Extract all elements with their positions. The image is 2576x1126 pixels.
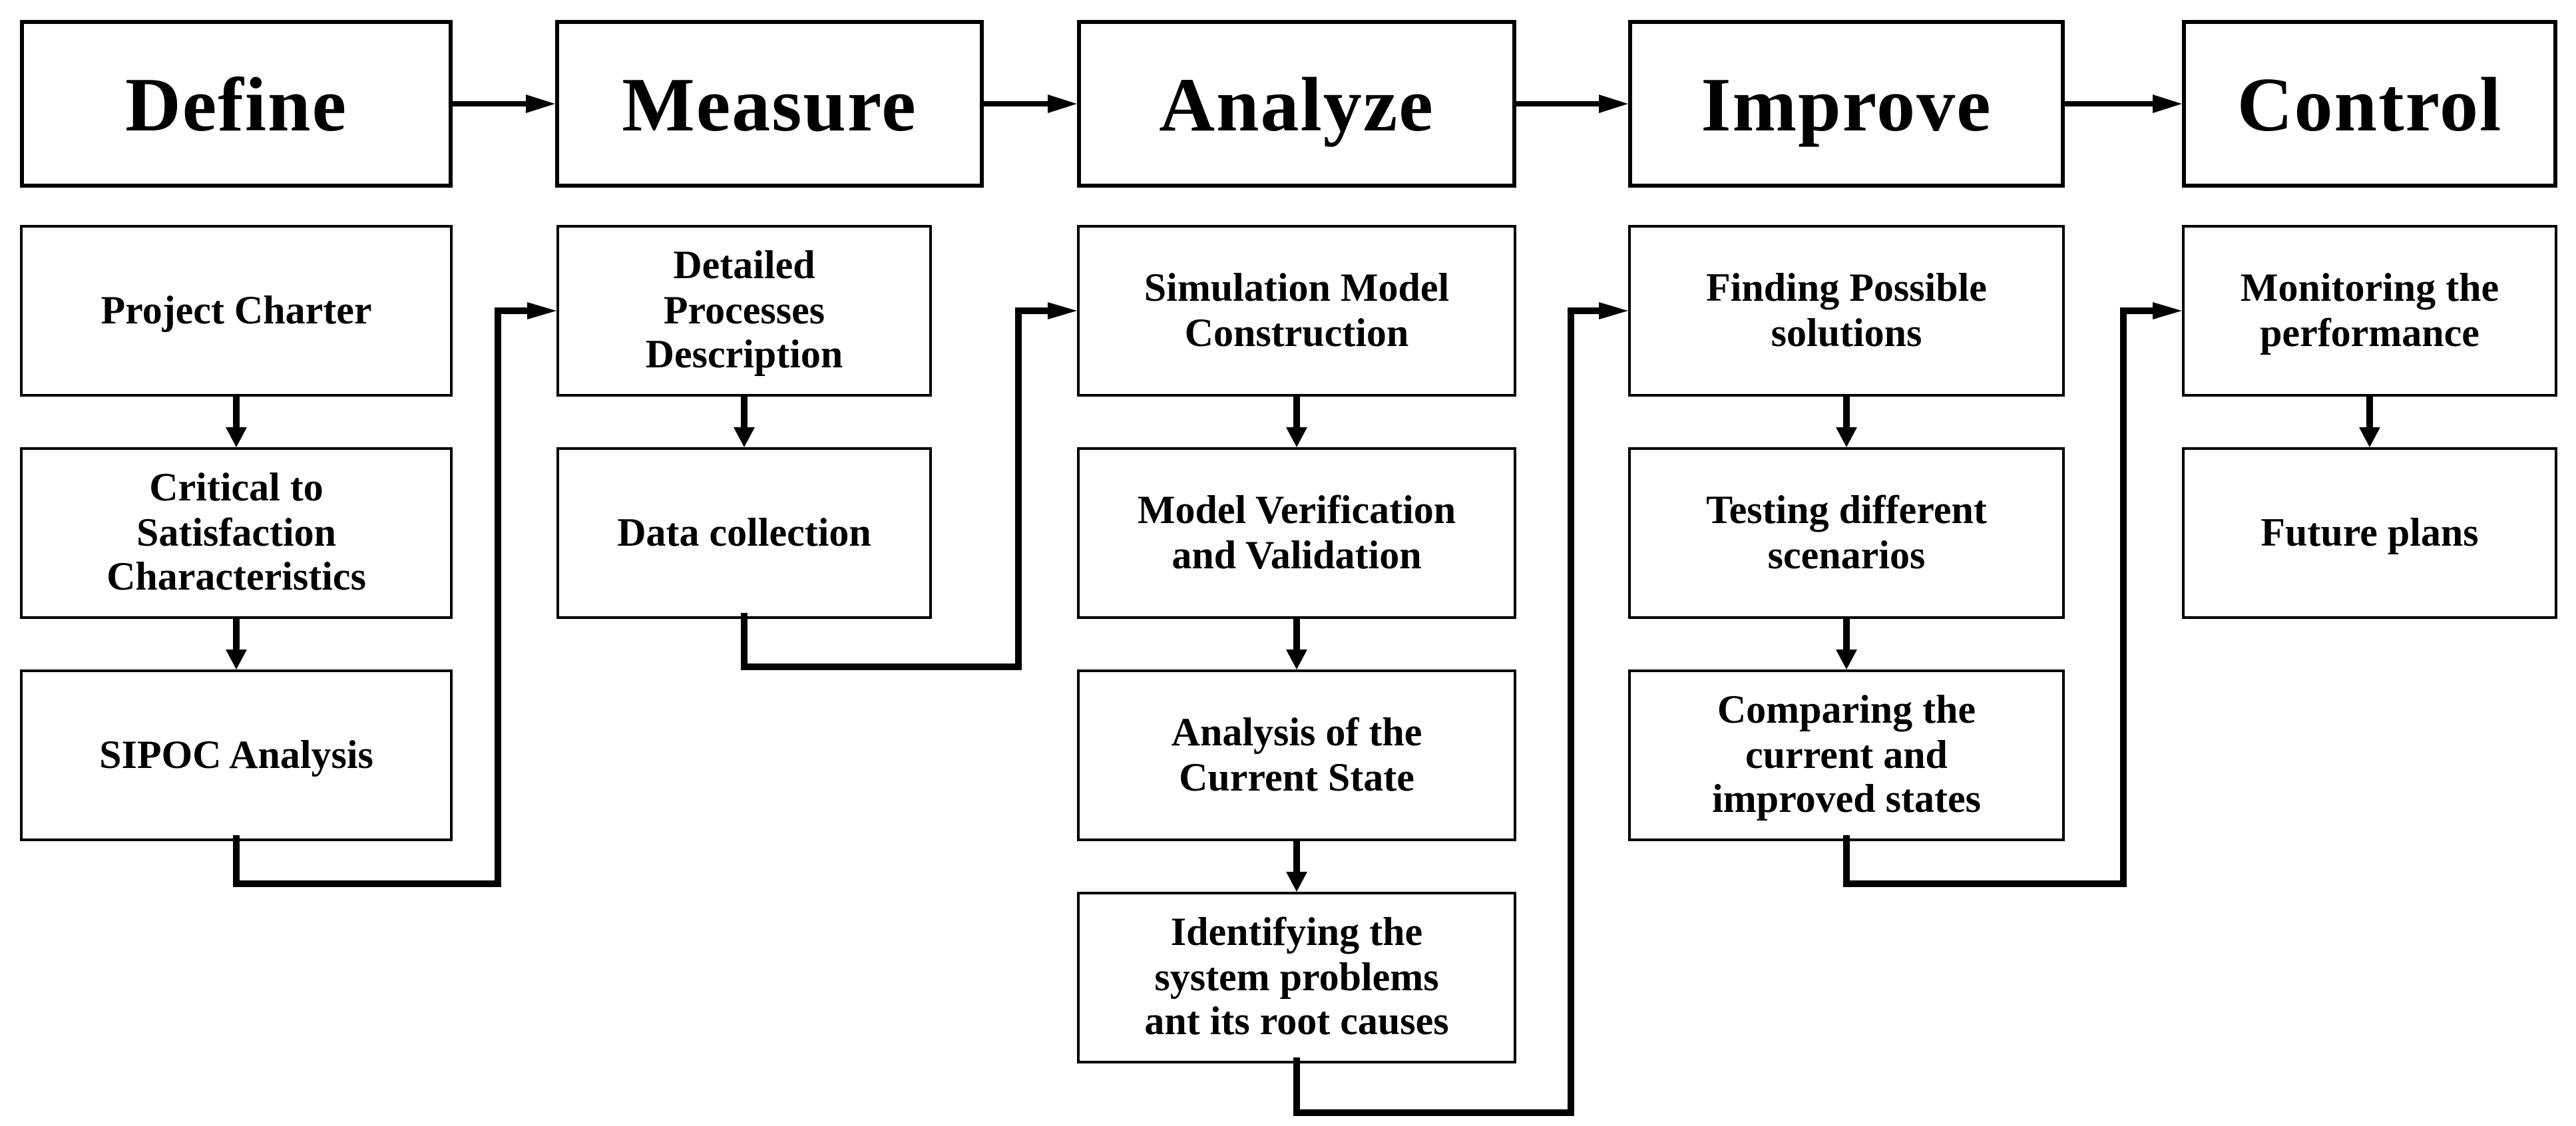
arrow-analyze-to-improve: [1516, 94, 1628, 113]
step-project-charter: Project Charter: [20, 225, 453, 397]
arrow-model-verification-down: [1286, 616, 1307, 669]
arrow-monitoring-down: [2359, 394, 2380, 447]
arrowhead-down-icon: [2359, 427, 2380, 447]
step-critical-to-satisfaction: Critical to Satisfaction Characteristics: [20, 447, 453, 619]
connector-data-collection-to-simulation: [741, 302, 1077, 670]
arrowhead-right-icon: [1599, 94, 1628, 113]
arrow-analysis-current-down: [1286, 839, 1307, 892]
arrowhead-down-icon: [734, 427, 755, 447]
arrowhead-right-icon: [527, 302, 556, 319]
arrow-finding-solutions-down: [1836, 394, 1857, 447]
arrow-detailed-processes-down: [734, 394, 755, 447]
arrowhead-down-icon: [1286, 650, 1307, 669]
arrowhead-right-icon: [2153, 94, 2182, 113]
arrowhead-right-icon: [1048, 302, 1077, 319]
arrow-testing-scenarios-down: [1836, 616, 1857, 669]
phase-header-analyze: Analyze: [1077, 20, 1516, 188]
arrowhead-right-icon: [1048, 94, 1077, 113]
phase-header-control: Control: [2182, 20, 2557, 188]
step-future-plans: Future plans: [2182, 447, 2557, 619]
step-sipoc-analysis: SIPOC Analysis: [20, 669, 453, 841]
step-data-collection: Data collection: [556, 447, 932, 619]
arrow-define-to-measure: [453, 94, 555, 113]
step-simulation-model-construction: Simulation Model Construction: [1077, 225, 1516, 397]
arrowhead-right-icon: [1599, 302, 1628, 319]
arrow-simulation-model-down: [1286, 394, 1307, 447]
connector-comparing-to-monitoring: [1843, 302, 2182, 887]
step-testing-different-scenarios: Testing different scenarios: [1628, 447, 2065, 619]
step-model-verification-validation: Model Verification and Validation: [1077, 447, 1516, 619]
connector-identifying-to-finding-solutions: [1293, 302, 1628, 1116]
arrowhead-down-icon: [226, 427, 247, 447]
phase-header-improve: Improve: [1628, 20, 2065, 188]
arrowhead-down-icon: [1836, 650, 1857, 669]
step-identifying-system-problems: Identifying the system problems ant its …: [1077, 892, 1516, 1063]
step-monitoring-performance: Monitoring the performance: [2182, 225, 2557, 397]
connector-sipoc-to-detailed-processes: [233, 302, 556, 887]
step-finding-possible-solutions: Finding Possible solutions: [1628, 225, 2065, 397]
arrowhead-right-icon: [526, 94, 555, 113]
arrowhead-down-icon: [226, 650, 247, 669]
arrow-project-charter-down: [226, 394, 247, 447]
step-analysis-current-state: Analysis of the Current State: [1077, 669, 1516, 841]
phase-header-define: Define: [20, 20, 453, 188]
arrow-measure-to-analyze: [984, 94, 1077, 113]
step-detailed-processes-description: Detailed Processes Description: [556, 225, 932, 397]
phase-header-measure: Measure: [555, 20, 984, 188]
arrow-critical-down: [226, 616, 247, 669]
arrowhead-down-icon: [1286, 427, 1307, 447]
arrowhead-down-icon: [1286, 872, 1307, 892]
arrow-improve-to-control: [2065, 94, 2182, 113]
arrowhead-right-icon: [2153, 302, 2182, 319]
arrowhead-down-icon: [1836, 427, 1857, 447]
